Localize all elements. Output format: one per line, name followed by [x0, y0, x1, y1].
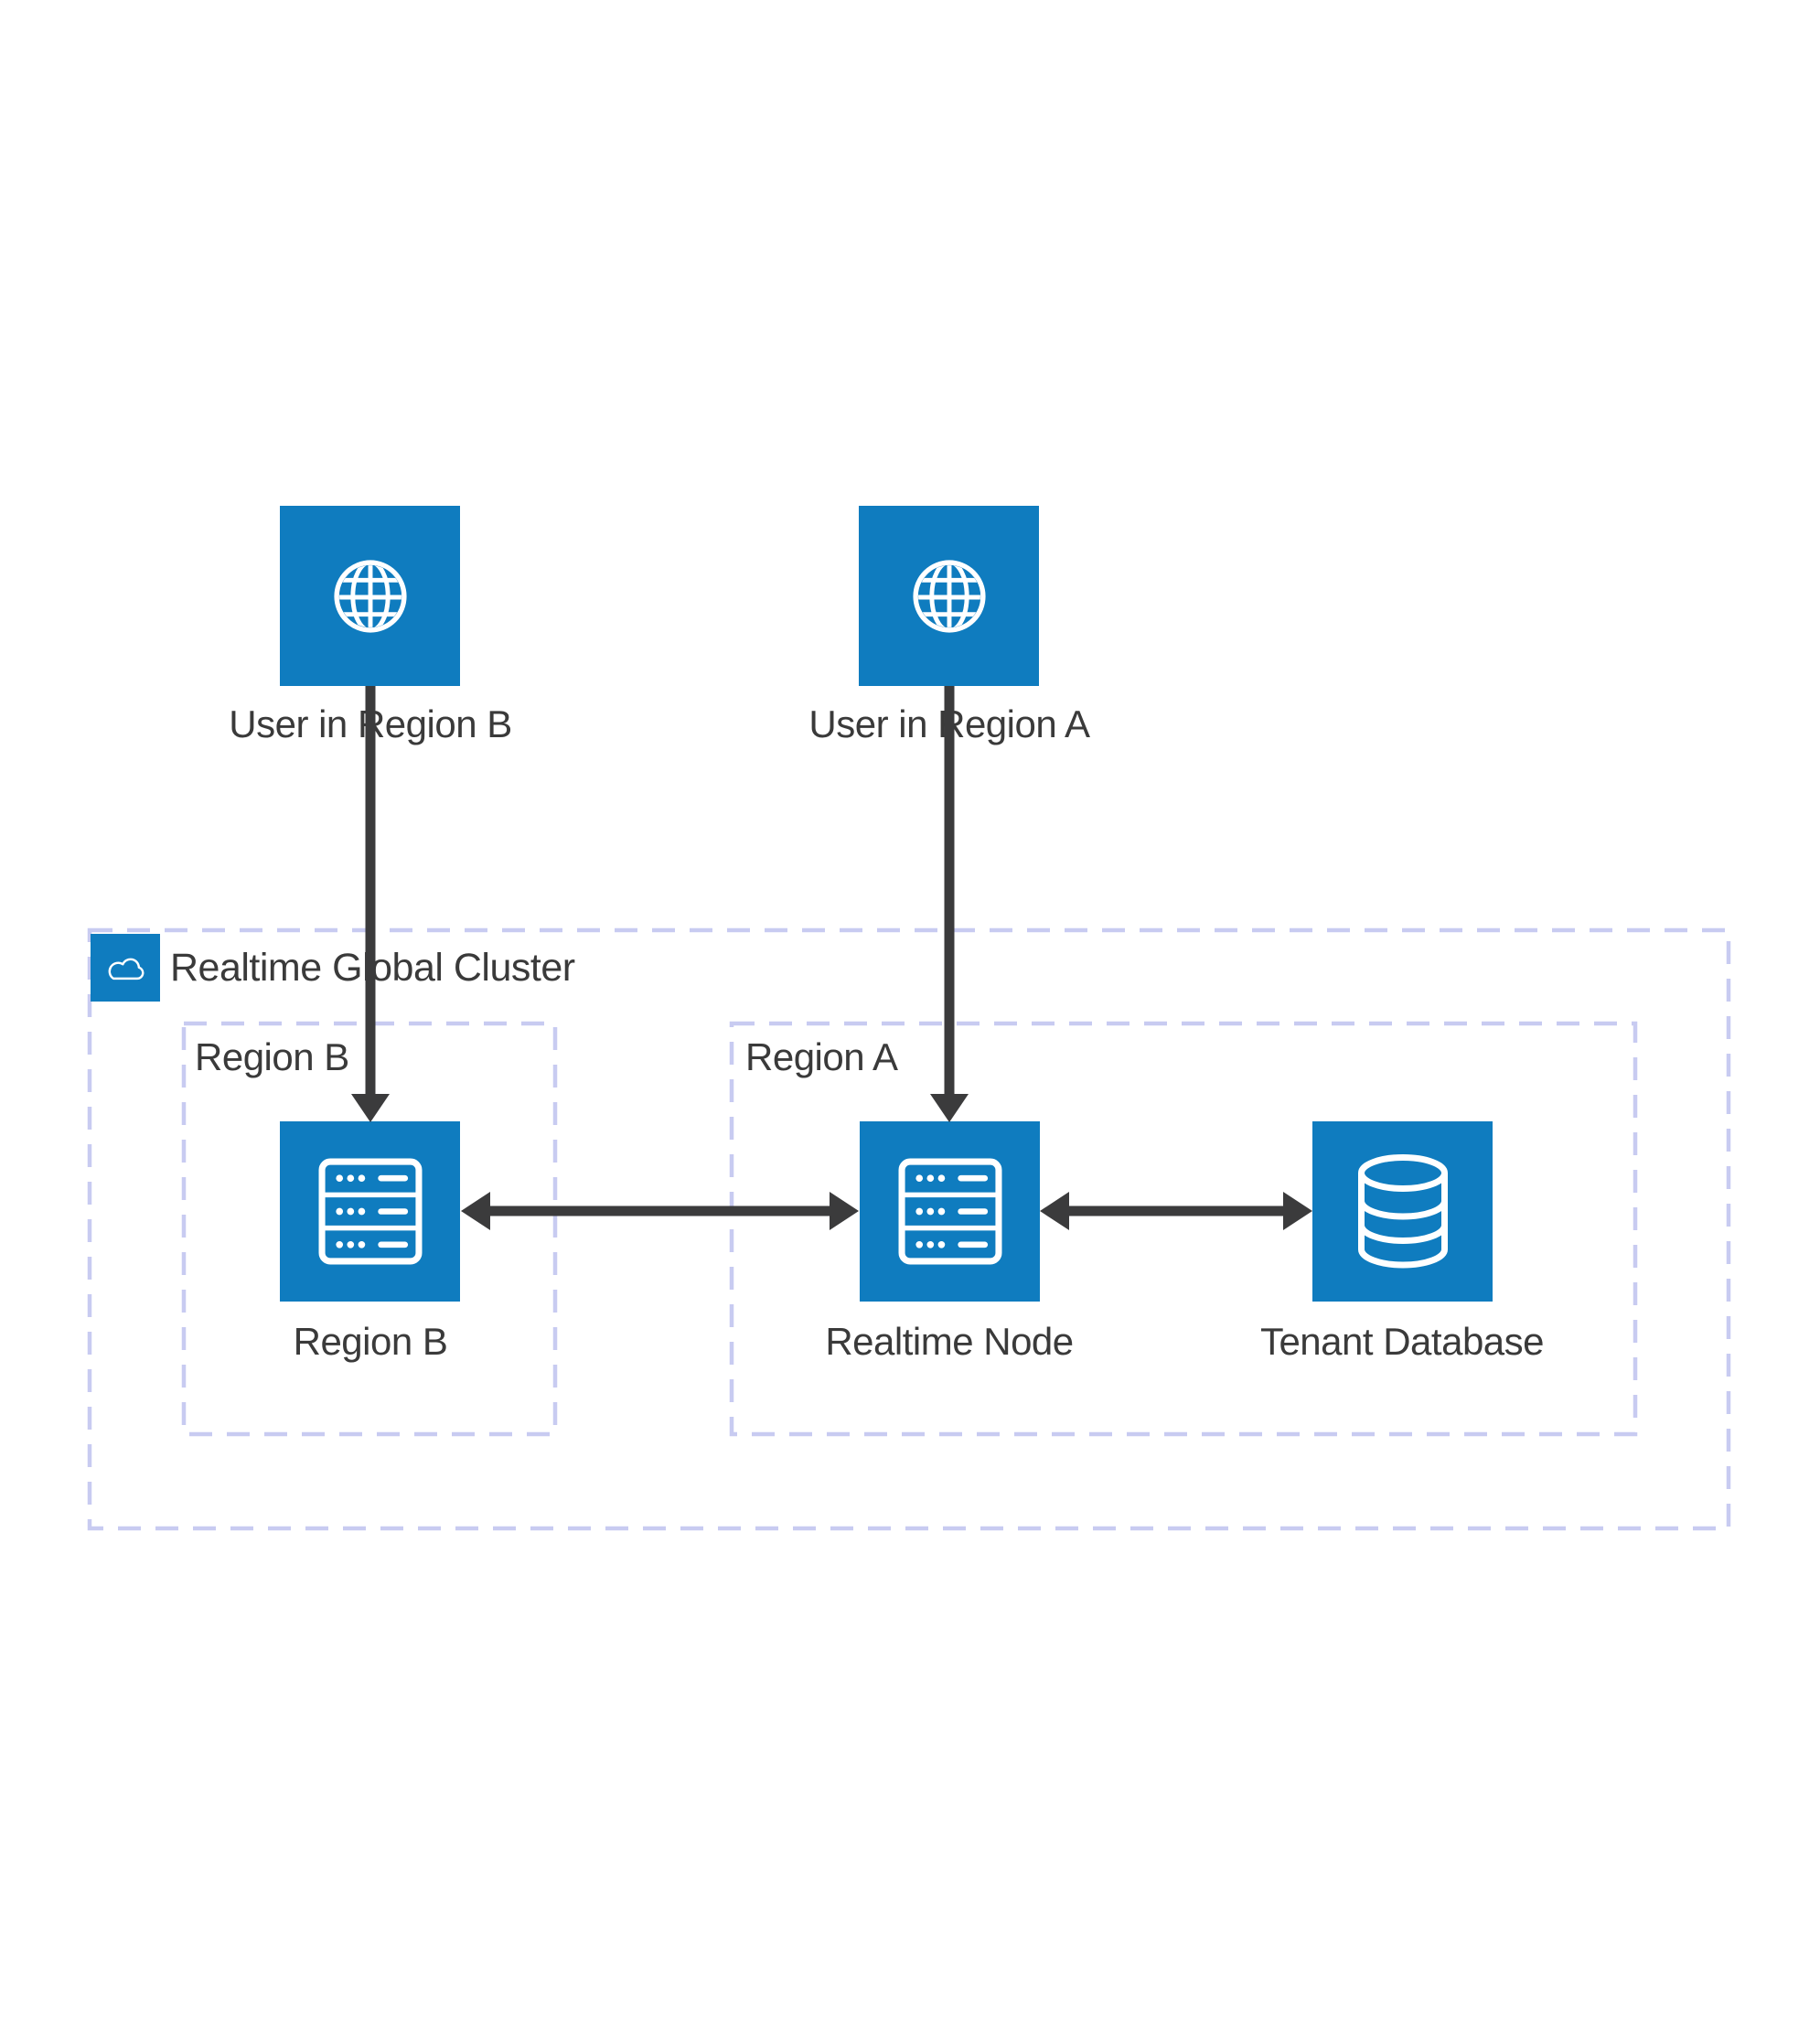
edge-user-a-to-realtime-node	[930, 686, 969, 1122]
node-realtime-node-label: Realtime Node	[825, 1320, 1074, 1363]
edge-region-b-to-realtime-node	[461, 1192, 859, 1230]
node-user-region-b-label: User in Region B	[229, 702, 512, 745]
region-b-group-label: Region B	[195, 1035, 349, 1078]
globe-icon	[333, 559, 407, 633]
edge-user-b-to-region-b	[351, 686, 390, 1122]
node-user-region-b	[280, 506, 460, 686]
edge-realtime-node-to-tenant-db	[1040, 1192, 1312, 1230]
node-user-region-a-label: User in Region A	[808, 702, 1090, 745]
globe-icon	[912, 559, 986, 633]
node-region-b-server	[280, 1121, 460, 1302]
cluster-label: Realtime Global Cluster	[170, 946, 575, 990]
server-icon	[898, 1158, 1001, 1265]
server-icon	[318, 1158, 422, 1265]
node-region-b-server-label: Region B	[293, 1320, 448, 1363]
node-tenant-database	[1312, 1121, 1493, 1302]
cloud-icon	[108, 958, 145, 980]
cluster-badge	[91, 934, 160, 1002]
node-realtime-node	[860, 1121, 1040, 1302]
database-icon	[1357, 1154, 1448, 1269]
node-tenant-database-label: Tenant Database	[1259, 1320, 1545, 1363]
region-a-group-label: Region A	[745, 1035, 898, 1078]
node-user-region-a	[859, 506, 1039, 686]
